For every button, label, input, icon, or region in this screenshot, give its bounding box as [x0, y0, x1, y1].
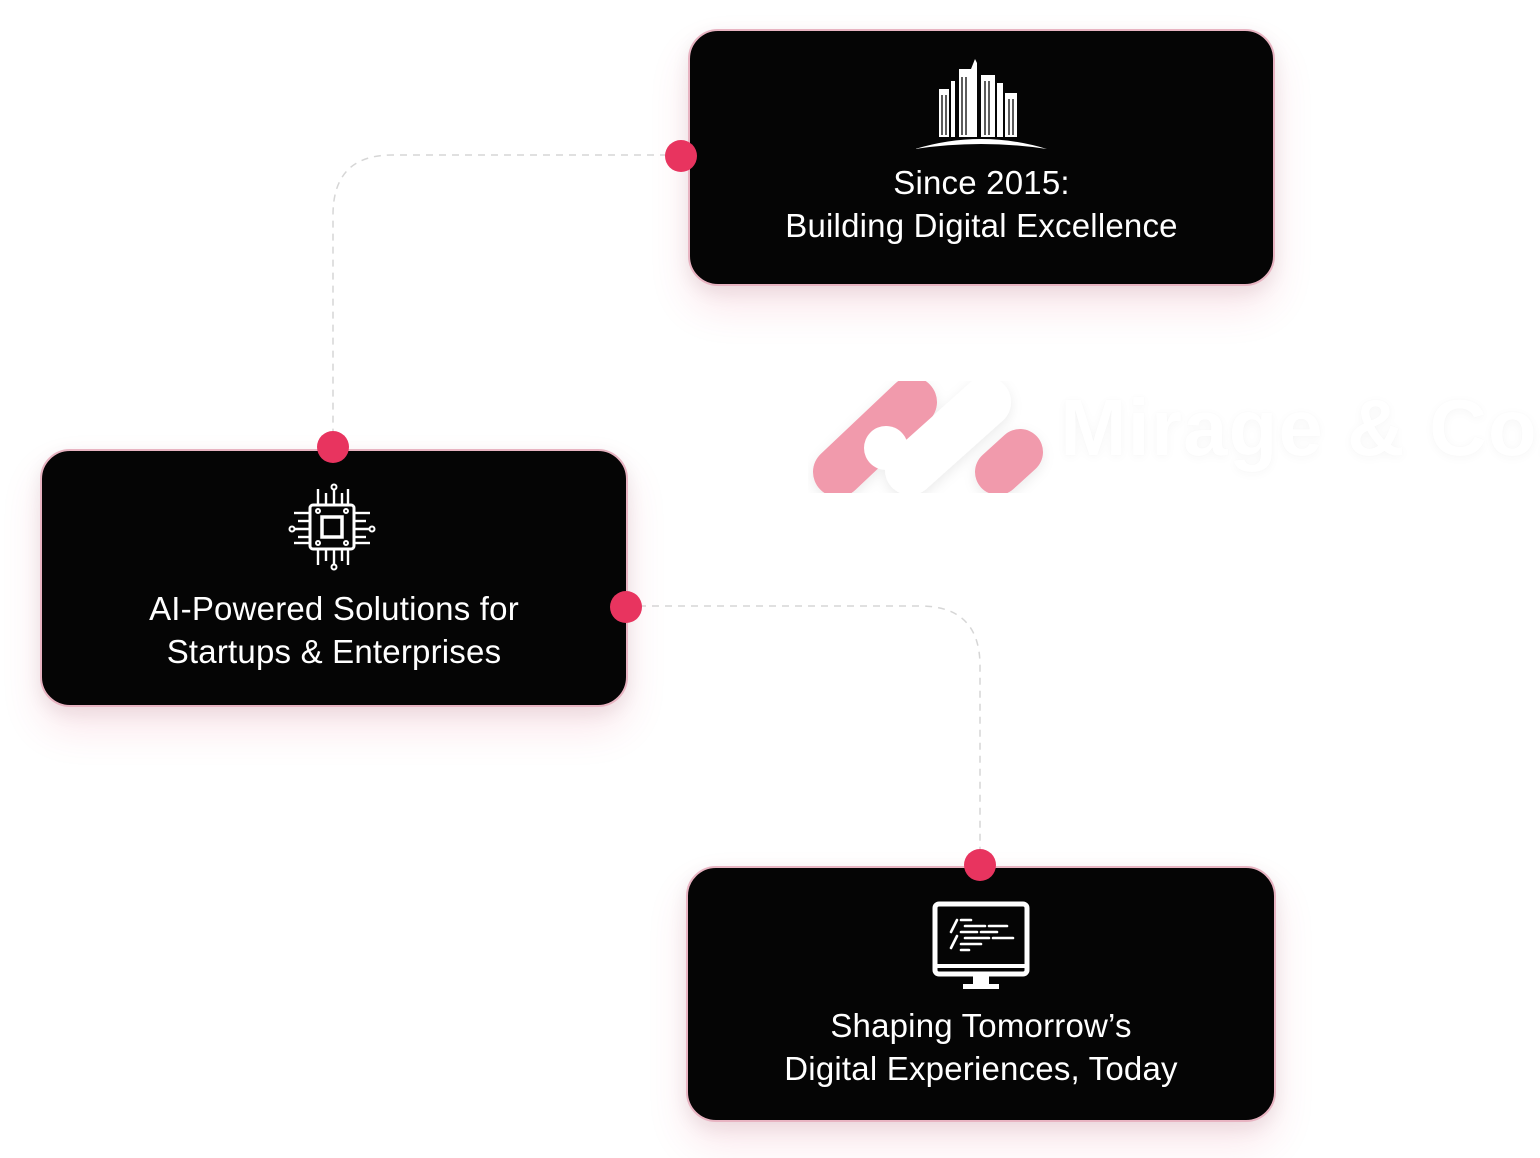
card-shaping-line1: Shaping Tomorrow’s — [830, 1007, 1132, 1044]
card-shaping-line2: Digital Experiences, Today — [784, 1050, 1178, 1087]
chip-icon — [288, 483, 376, 571]
card-ai-title: AI-Powered Solutions for Startups & Ente… — [42, 587, 626, 673]
buildings-icon — [915, 59, 1047, 151]
card-shaping-tomorrow: Shaping Tomorrow’s Digital Experiences, … — [686, 866, 1276, 1122]
card-shaping-title: Shaping Tomorrow’s Digital Experiences, … — [688, 1004, 1274, 1090]
card-ai-line2: Startups & Enterprises — [166, 633, 502, 670]
connector-dot-shaping — [964, 849, 996, 881]
connector-dot-since — [665, 140, 697, 172]
card-since-line1: Since 2015: — [893, 164, 1070, 201]
card-ai-powered: AI-Powered Solutions for Startups & Ente… — [40, 449, 628, 707]
brand-logo: Mirage & Co. — [808, 372, 1540, 508]
card-since-line2: Building Digital Excellence — [785, 207, 1178, 244]
monitor-code-icon — [929, 900, 1033, 996]
connector-since-to-ai — [332, 154, 680, 446]
card-since-title: Since 2015: Building Digital Excellence — [690, 161, 1273, 247]
card-ai-line1: AI-Powered Solutions for — [149, 590, 519, 627]
card-since-2015: Since 2015: Building Digital Excellence — [688, 29, 1275, 286]
brand-logo-text: Mirage & Co. — [1060, 383, 1540, 472]
connector-ai-to-shaping — [626, 605, 981, 862]
connector-dot-ai-top — [317, 431, 349, 463]
brand-logo-mark — [813, 377, 1043, 497]
connector-dot-ai-right — [610, 591, 642, 623]
